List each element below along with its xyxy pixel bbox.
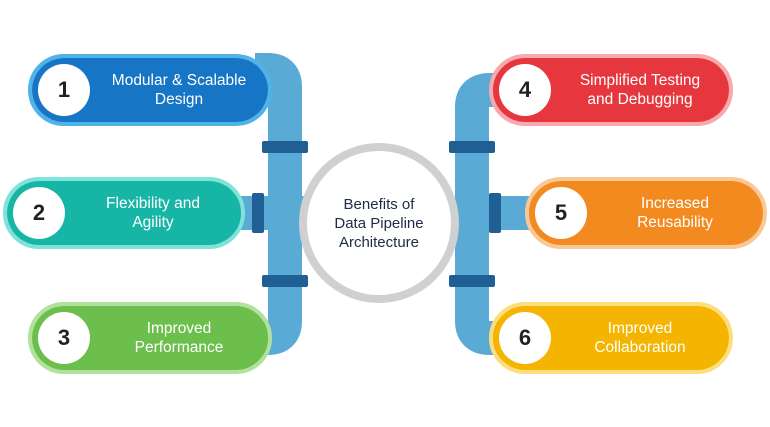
benefit-item-body: 3 Improved Performance — [32, 306, 268, 370]
pipe-band — [262, 275, 308, 287]
benefit-label: Increased Reusability — [587, 194, 763, 232]
benefit-label-line: Improved — [146, 320, 212, 337]
center-title-line: Data Pipeline — [334, 214, 424, 232]
center-hub: Benefits of Data Pipeline Architecture — [299, 143, 459, 303]
center-title-line: Benefits of — [343, 195, 415, 213]
benefit-item-body: 4 Simplified Testing and Debugging — [493, 58, 729, 122]
pipe-band — [449, 275, 495, 287]
pipe-band — [252, 193, 264, 233]
pipe-band — [262, 141, 308, 153]
pipe-right-junction — [455, 180, 489, 260]
benefit-label-line: and Debugging — [587, 91, 693, 108]
benefit-label: Improved Collaboration — [551, 319, 729, 357]
benefit-number: 5 — [535, 187, 587, 239]
benefit-item-body: 1 Modular & Scalable Design — [32, 58, 268, 122]
benefit-item-5: 5 Increased Reusability — [525, 177, 767, 249]
benefit-item-body: 5 Increased Reusability — [529, 181, 763, 245]
benefit-label: Flexibility and Agility — [65, 194, 241, 232]
benefit-item-body: 2 Flexibility and Agility — [7, 181, 241, 245]
benefit-label-line: Flexibility and — [106, 195, 200, 212]
benefit-number: 4 — [499, 64, 551, 116]
benefit-item-6: 6 Improved Collaboration — [489, 302, 733, 374]
pipe-band — [449, 141, 495, 153]
benefit-number: 3 — [38, 312, 90, 364]
benefit-label: Improved Performance — [90, 319, 268, 357]
benefit-label-line: Design — [154, 91, 204, 108]
benefit-item-2: 2 Flexibility and Agility — [3, 177, 245, 249]
benefit-label: Simplified Testing and Debugging — [551, 71, 729, 109]
pipe-left-junction — [268, 180, 302, 260]
benefit-label-line: Agility — [132, 214, 174, 231]
benefit-label-line: Improved — [607, 320, 673, 337]
benefit-label: Modular & Scalable Design — [90, 71, 268, 109]
benefit-label-line: Simplified Testing — [579, 72, 701, 89]
center-title-line: Architecture — [338, 233, 420, 251]
benefit-item-1: 1 Modular & Scalable Design — [28, 54, 272, 126]
benefit-label-line: Reusability — [637, 214, 713, 231]
benefit-number: 1 — [38, 64, 90, 116]
center-title: Benefits of Data Pipeline Architecture — [319, 195, 439, 252]
benefit-label-line: Collaboration — [594, 339, 686, 356]
benefit-item-3: 3 Improved Performance — [28, 302, 272, 374]
benefit-number: 6 — [499, 312, 551, 364]
benefit-label-line: Modular & Scalable — [111, 72, 247, 89]
benefit-number: 2 — [13, 187, 65, 239]
benefit-item-4: 4 Simplified Testing and Debugging — [489, 54, 733, 126]
benefit-item-body: 6 Improved Collaboration — [493, 306, 729, 370]
benefit-label-line: Performance — [134, 339, 224, 356]
pipe-band — [489, 193, 501, 233]
benefit-label-line: Increased — [640, 195, 710, 212]
pipe-left-top — [255, 53, 302, 185]
